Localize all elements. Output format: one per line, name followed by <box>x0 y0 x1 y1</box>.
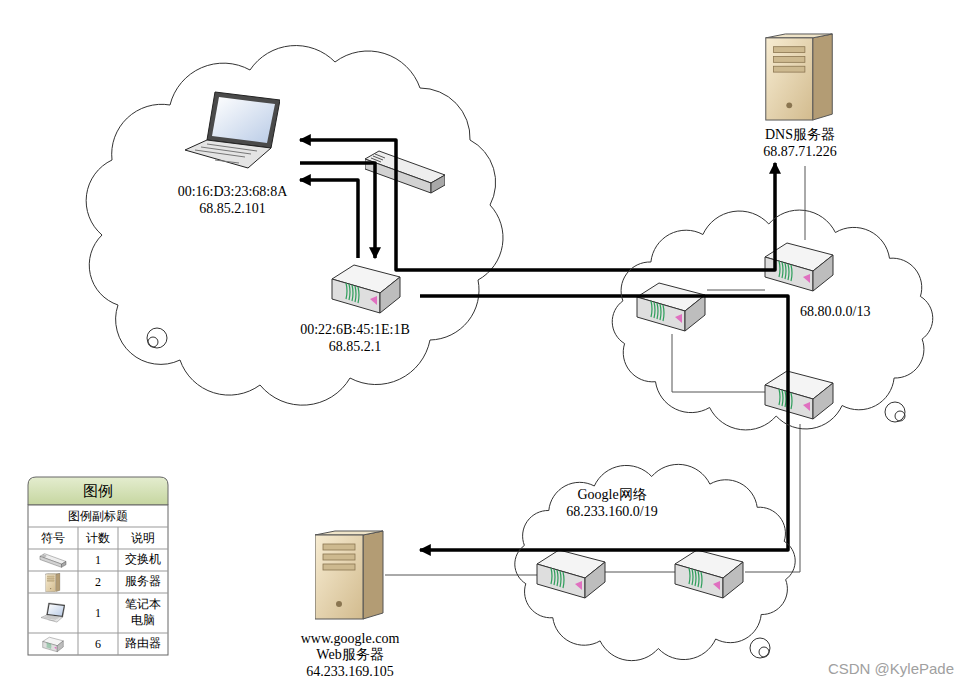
device-label: 00:16:D3:23:68:8A <box>178 184 288 201</box>
device-label: 68.87.71.226 <box>763 144 837 161</box>
thin-links <box>385 575 537 576</box>
device-icons <box>537 550 605 598</box>
device-label: 00:22:6B:45:1E:1B <box>300 322 410 339</box>
network-cloud: 68.80.0.0/13 <box>595 200 950 440</box>
link-symbols <box>147 328 167 348</box>
device-icons <box>765 371 833 419</box>
link-symbols <box>759 647 769 657</box>
link-symbols <box>148 337 158 347</box>
legend-text: 服务器 <box>121 574 165 590</box>
link-symbols <box>147 328 905 658</box>
legend-text: 笔记本 电脑 <box>121 597 165 628</box>
link-symbols <box>750 638 770 658</box>
device-icons <box>365 151 445 193</box>
legend-cell: 符号 <box>28 527 78 549</box>
thin-links <box>672 334 765 392</box>
legend-text: 2 <box>95 575 101 590</box>
legend-cell: 图例 <box>28 477 168 505</box>
cloud-outline <box>612 210 933 430</box>
legend-cell: 1 <box>78 593 118 633</box>
link-symbols <box>895 411 905 421</box>
traffic-arrow <box>420 296 788 550</box>
device-node: 00:16:D3:23:68:8A68.85.2.101 <box>165 88 300 220</box>
cloud-outline <box>515 464 795 660</box>
legend-table <box>28 477 168 505</box>
device-icons <box>766 34 832 120</box>
legend-cell: 说明 <box>118 527 168 549</box>
device-node: www.google.comWeb服务器64.233.169.105 <box>280 528 420 683</box>
device-node: 00:22:6B:45:1E:1B68.85.2.1 <box>290 258 420 358</box>
device-icons <box>185 92 280 168</box>
legend-text: 交换机 <box>121 552 165 568</box>
legend-text: 路由器 <box>121 636 165 652</box>
device-icons <box>185 34 833 619</box>
traffic-arrow <box>300 140 775 270</box>
legend-cell: 2 <box>78 571 118 593</box>
legend-text: 计数 <box>86 530 110 547</box>
legend-entry: 笔记本 电脑 <box>118 593 168 633</box>
thin-links <box>707 290 765 291</box>
device-label: 68.85.2.101 <box>199 201 266 218</box>
traffic-arrow <box>300 180 358 258</box>
network-label: 68.80.0.0/13 <box>800 304 870 321</box>
watermark: CSDN @KylePade <box>770 655 954 681</box>
legend-cell: 1 <box>78 549 118 571</box>
cloud-label-group: 68.80.0.0/13 <box>800 304 870 321</box>
legend-table <box>46 573 60 592</box>
device-icons <box>332 265 400 313</box>
thin-links <box>385 166 805 575</box>
legend-table <box>43 637 64 652</box>
device-node: DNS服务器68.87.71.226 <box>745 31 855 163</box>
legend-table <box>28 527 168 655</box>
device-label: 68.85.2.1 <box>329 339 382 356</box>
device-label: DNS服务器 <box>765 127 835 144</box>
legend-table <box>40 554 66 568</box>
thin-links <box>805 166 806 240</box>
legend-text: 符号 <box>41 530 65 547</box>
legend-cell: 图例副标题 <box>28 505 168 527</box>
legend-text: 图例 <box>83 482 113 501</box>
device-icons <box>315 531 383 619</box>
legend-cell: 6 <box>78 633 118 655</box>
legend-text: 说明 <box>131 530 155 547</box>
link-symbols <box>885 402 905 422</box>
legend-text: 1 <box>95 606 101 621</box>
legend-cell: 计数 <box>78 527 118 549</box>
legend-table <box>41 603 65 622</box>
watermark-text: CSDN @KylePade <box>828 660 954 677</box>
cloud-outline <box>500 455 810 670</box>
device-label: www.google.com <box>301 631 400 648</box>
legend-table <box>28 505 168 655</box>
cloud-outline <box>595 200 950 440</box>
legend-entry: 服务器 <box>118 571 168 593</box>
legend-entry: 交换机 <box>118 549 168 571</box>
thin-links <box>605 572 675 573</box>
cloud-label-group: Google网络68.233.160.0/19 <box>537 487 687 521</box>
device-icons <box>637 283 705 331</box>
legend-text: 1 <box>95 553 101 568</box>
cloud-outline <box>86 46 503 406</box>
network-label: 68.233.160.0/19 <box>566 504 657 521</box>
cloud-outline <box>86 46 503 406</box>
network-cloud: Google网络68.233.160.0/19 <box>500 455 810 670</box>
legend-entry: 路由器 <box>118 633 168 655</box>
network-label: Google网络 <box>577 487 646 504</box>
legend-table <box>28 477 168 655</box>
traffic-arrow <box>300 163 375 258</box>
device-icons <box>675 550 743 598</box>
legend-text: 6 <box>95 637 101 652</box>
device-label: 64.233.169.105 <box>306 664 394 681</box>
legend-text: 图例副标题 <box>68 508 128 525</box>
device-label: Web服务器 <box>316 647 383 664</box>
